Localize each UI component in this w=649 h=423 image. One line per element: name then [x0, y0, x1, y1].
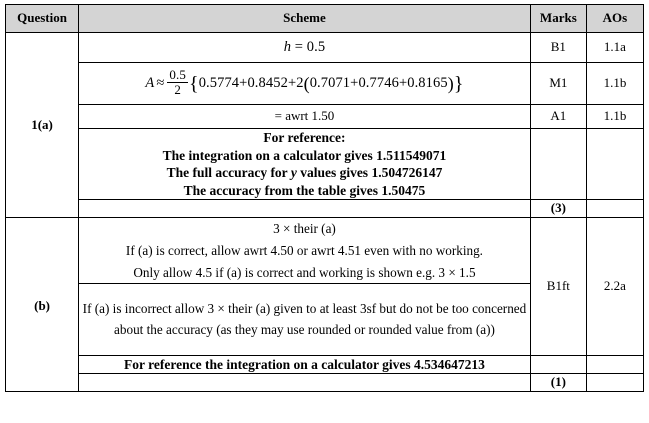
- header-row: Question Scheme Marks AOs: [4, 4, 645, 33]
- table-row: (1): [6, 373, 645, 393]
- aos-cell-empty-bref: [585, 354, 645, 375]
- formula-inner-2: 0.7746: [358, 74, 399, 91]
- formula-relation: ≈: [156, 74, 165, 91]
- table-row: (b) 3 × their (a) If (a) is correct, all…: [4, 216, 645, 393]
- fraction-denominator: 2: [167, 81, 188, 97]
- table-row: 1(a) h = 0.5 B1 1.1a: [4, 32, 645, 218]
- formula-plus-1: +: [239, 74, 248, 91]
- marks-cell-empty-bref: [529, 354, 587, 375]
- scheme-cell-h-value: h = 0.5: [78, 32, 531, 63]
- formula-inner-3: 0.8165: [407, 74, 448, 91]
- aos-cell-empty-subtotal-a: [585, 199, 645, 218]
- reference-line-4: The accuracy from the table gives 1.5047…: [183, 182, 426, 198]
- aos-cell-empty-subtotal-b: [585, 373, 645, 393]
- formula-term-1: 0.5774: [198, 74, 240, 91]
- formula-inner-plus-2: +: [398, 74, 408, 91]
- scheme-cell-reference-block: For reference: The integration on a calc…: [78, 127, 531, 201]
- column-header-scheme: Scheme: [78, 4, 531, 33]
- reference-line-3: The full accuracy for y values gives 1.5…: [79, 164, 530, 182]
- mark-scheme-table: Question Scheme Marks AOs 1(a) h = 0.5 B…: [4, 4, 645, 393]
- b-line-1: 3 × their (a): [273, 220, 336, 236]
- marks-cell-b1: B1: [529, 32, 587, 63]
- paren-open: (: [303, 73, 310, 94]
- table-row: If (a) is incorrect allow 3 × their (a) …: [6, 282, 644, 356]
- marks-cell-m1: M1: [529, 62, 587, 105]
- column-header-question: Question: [4, 4, 80, 33]
- question-label-b: (b): [4, 216, 80, 393]
- brace-close: }: [453, 72, 464, 95]
- table-row: For reference: The integration on a calc…: [6, 127, 645, 201]
- b-reference-line: For reference the integration on a calcu…: [124, 356, 485, 372]
- scheme-cell-awrt: = awrt 1.50: [78, 104, 531, 129]
- reference-line-2: The integration on a calculator gives 1.…: [162, 147, 447, 163]
- table-row: (3): [6, 199, 645, 218]
- table-row: = awrt 1.50 A1 1.1b: [6, 104, 645, 129]
- scheme-cell-b-reference: For reference the integration on a calcu…: [78, 354, 531, 375]
- formula-term-2: 0.8452: [247, 74, 288, 91]
- aos-cell-22a: 2.2a: [585, 216, 645, 356]
- subtotal-marks-a: (3): [529, 199, 587, 218]
- table-row: For reference the integration on a calcu…: [6, 354, 645, 375]
- fraction-numerator: 0.5: [169, 67, 186, 83]
- formula-lhs: A: [145, 74, 155, 91]
- column-header-aos: AOs: [585, 4, 645, 33]
- formula-inner-plus-1: +: [350, 74, 359, 91]
- paren-close: ): [447, 73, 454, 94]
- formula-coefficient: 2: [296, 74, 304, 91]
- question-label-1a: 1(a): [4, 32, 80, 218]
- equation-h-value: h = 0.5: [283, 39, 326, 56]
- scheme-cell-b-block-1: 3 × their (a) If (a) is correct, allow a…: [78, 216, 531, 284]
- scheme-cell-empty-subtotal-a: [78, 199, 531, 218]
- formula-inner-1: 0.7071: [309, 74, 351, 91]
- marks-cell-a1: A1: [529, 104, 587, 129]
- subtotal-marks-b: (1): [529, 373, 587, 393]
- brace-open: {: [188, 72, 199, 95]
- reference-line-3-pre: The full accuracy for: [166, 165, 291, 181]
- aos-cell-11a: 1.1a: [585, 32, 645, 63]
- marks-cell-b1ft: B1ft: [529, 216, 587, 356]
- b-line-4: If (a) is incorrect allow 3 × their (a) …: [82, 301, 527, 338]
- reference-line-3-italic: y: [290, 165, 297, 181]
- reference-line-3-post: values gives 1.504726147: [296, 165, 443, 181]
- reference-block: For reference: The integration on a calc…: [79, 129, 530, 199]
- column-header-marks: Marks: [529, 4, 587, 33]
- b-line-2: If (a) is correct, allow awrt 4.50 or aw…: [125, 243, 483, 259]
- scheme-cell-b-block-2: If (a) is incorrect allow 3 × their (a) …: [78, 282, 531, 356]
- b-line-3: Only allow 4.5 if (a) is correct and wor…: [133, 264, 476, 280]
- aos-cell-11b-1: 1.1b: [585, 62, 645, 105]
- scheme-cell-empty-subtotal-b: [78, 373, 531, 393]
- marks-cell-empty-ref: [529, 127, 587, 201]
- reference-line-1: For reference:: [263, 130, 346, 145]
- aos-cell-empty-ref: [585, 127, 645, 201]
- formula-plus-2: +: [287, 74, 297, 91]
- aos-cell-11b-2: 1.1b: [585, 104, 645, 129]
- table-header: Question Scheme Marks AOs: [4, 4, 645, 33]
